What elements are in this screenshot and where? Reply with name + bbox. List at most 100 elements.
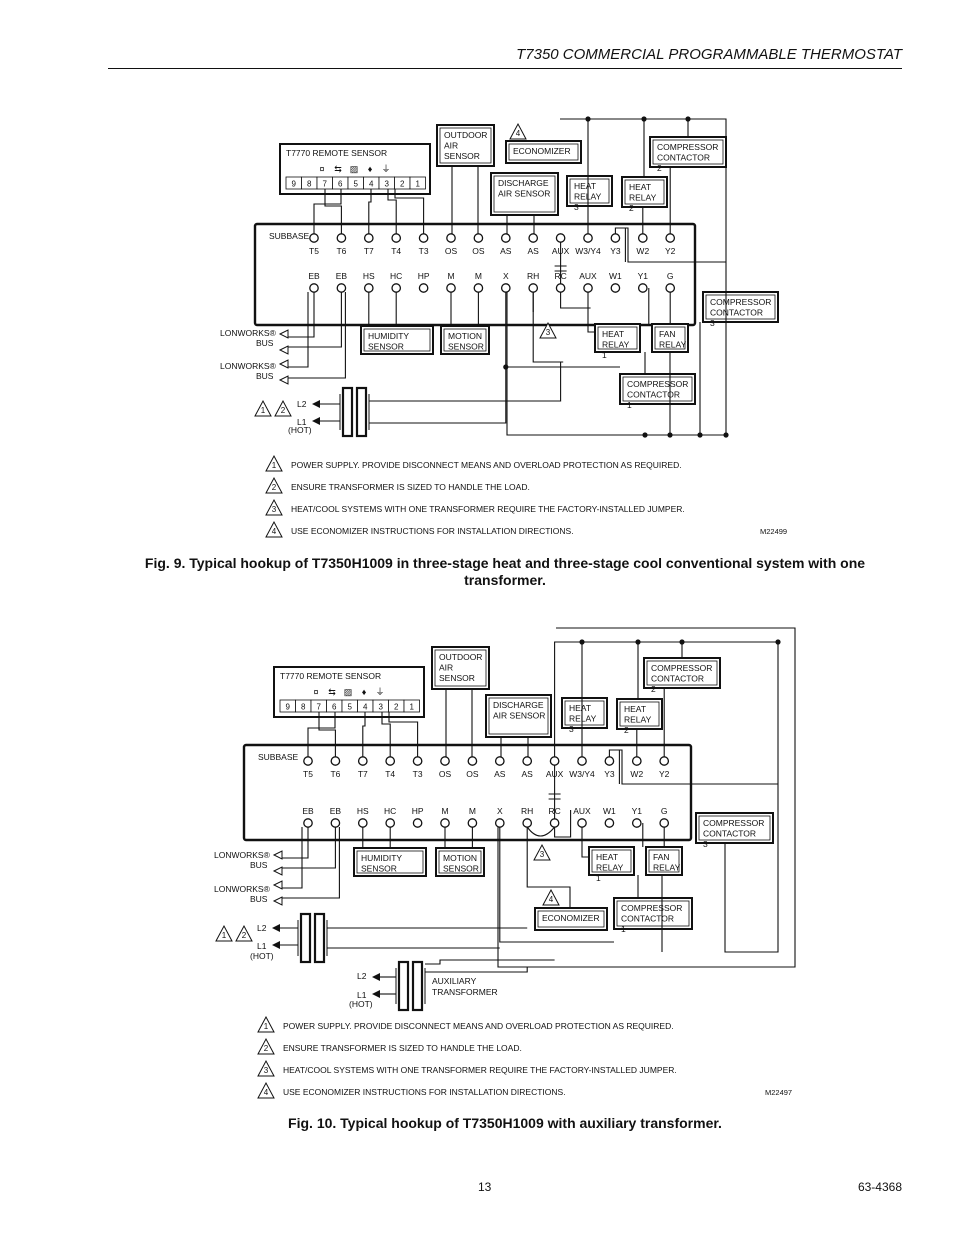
remote-terminal-label: 8 (301, 703, 306, 712)
motion-sensor-label: SENSOR (443, 864, 479, 874)
humidity-sensor-box (360, 325, 434, 355)
terminal-circle (522, 818, 533, 828)
subbase-bottom-label: HC (390, 271, 402, 281)
terminal-circle (555, 233, 566, 243)
terminal-circle (659, 756, 670, 766)
arrow-icon (372, 990, 380, 998)
terminal-circle (555, 283, 566, 293)
heat-relay-2-label: 2 (629, 203, 634, 213)
fan-relay-label: RELAY (659, 340, 687, 350)
sensor-wire (381, 712, 391, 757)
note-number: 3 (272, 505, 277, 514)
lonworks-label: LONWORKS® (220, 361, 277, 371)
sensor-wire (387, 189, 397, 234)
subbase-top-label: T4 (391, 246, 401, 256)
fan-relay-inner (654, 326, 686, 350)
hot-label: (HOT) (250, 951, 274, 961)
note-text: HEAT/COOL SYSTEMS WITH ONE TRANSFORMER R… (283, 1065, 677, 1075)
subbase-bottom-label: G (667, 271, 674, 281)
compressor-contactor-3-inner (698, 815, 771, 841)
transformer-coil (355, 386, 368, 438)
humidity-sensor-label: SENSOR (361, 864, 397, 874)
note-number: 4 (272, 527, 277, 536)
junction-dot (723, 432, 729, 438)
wire (369, 362, 562, 402)
bus-arrow-icon (278, 359, 289, 369)
note-text: ENSURE TRANSFORMER IS SIZED TO HANDLE TH… (283, 1043, 522, 1053)
note-number: 2 (281, 406, 286, 415)
outdoor-air-sensor-label: OUTDOOR (439, 652, 482, 662)
terminal-circle (500, 283, 511, 293)
note-number: 2 (264, 1044, 269, 1053)
subbase-top-label: OS (439, 769, 452, 779)
remote-terminal-label: 6 (332, 703, 337, 712)
warning-triangle-icon (509, 122, 527, 140)
subbase-top-label: AS (500, 246, 512, 256)
heat-relay-3-box (561, 697, 608, 729)
compressor-contactor-2-inner (646, 660, 718, 686)
outdoor-air-sensor-box (436, 124, 495, 167)
subbase-bottom-label: Y1 (632, 806, 643, 816)
note-number: 4 (264, 1088, 269, 1097)
header-rule (108, 68, 902, 69)
terminal-circle (583, 233, 593, 243)
subbase-bottom-label: HP (418, 271, 430, 281)
subbase-bottom-label: EB (330, 806, 342, 816)
sensor-wire (368, 189, 372, 234)
subbase-bottom-label: RH (527, 271, 539, 281)
subbase-top-label: AS (522, 769, 534, 779)
junction-dot (679, 639, 685, 645)
heat-relay-3-label: HEAT (574, 181, 596, 191)
subbase-top-label: OS (472, 246, 485, 256)
junction-dot (685, 116, 691, 122)
heat-relay-3-label: RELAY (569, 714, 597, 724)
compressor-contactor-1-box (613, 897, 693, 930)
aux-l2-label: L2 (357, 971, 367, 981)
discharge-air-sensor-label: DISCHARGE (498, 178, 549, 188)
terminal-circle (500, 233, 511, 243)
heat-relay-1-label: RELAY (602, 340, 630, 350)
lonworks-label: LONWORKS® (220, 328, 277, 338)
terminal-circle (446, 283, 456, 293)
wire (280, 827, 303, 889)
sensor-wire (362, 712, 366, 757)
lonworks-label: LONWORKS® (214, 884, 271, 894)
note-number: 1 (264, 1022, 269, 1031)
page-number: 13 (478, 1180, 492, 1194)
outdoor-air-sensor-label: AIR (439, 663, 453, 673)
figure-code: M22499 (760, 527, 787, 536)
terminal-circle (363, 283, 374, 293)
terminal-circle (473, 283, 484, 293)
remote-terminal-label: 8 (307, 180, 312, 189)
subbase-top-label: OS (445, 246, 458, 256)
terminal-circle (549, 818, 560, 828)
subbase-bottom-label: M (447, 271, 454, 281)
junction-dot (641, 116, 647, 122)
motion-sensor-label: SENSOR (448, 342, 484, 352)
remote-terminal-label: 1 (410, 703, 415, 712)
terminal-circle (385, 818, 396, 828)
terminal-circle (637, 233, 648, 243)
junction-dot (642, 432, 648, 438)
arrow-icon (372, 973, 380, 981)
heat-relay-1-inner (591, 849, 632, 873)
wire (286, 292, 342, 348)
remote-sensor-label: T7770 REMOTE SENSOR (286, 148, 387, 158)
subbase-bottom-label: M (475, 271, 482, 281)
compressor-contactor-2-label: 2 (651, 684, 656, 694)
humidity-sensor-inner (363, 328, 431, 352)
subbase-top-label: T7 (364, 246, 374, 256)
wire (581, 827, 589, 858)
sensor-wire (313, 189, 342, 234)
heat-relay-1-box (594, 323, 641, 353)
terminal-circle (577, 818, 587, 828)
terminal-circle (363, 233, 374, 243)
terminal-circle (577, 756, 587, 766)
economizer-inner (537, 910, 605, 928)
terminal-circle (418, 233, 429, 243)
terminal-circle (604, 818, 615, 828)
compressor-contactor-1-label: CONTACTOR (627, 390, 680, 400)
jumper-wire (526, 826, 556, 837)
hot-label: (HOT) (288, 425, 312, 435)
